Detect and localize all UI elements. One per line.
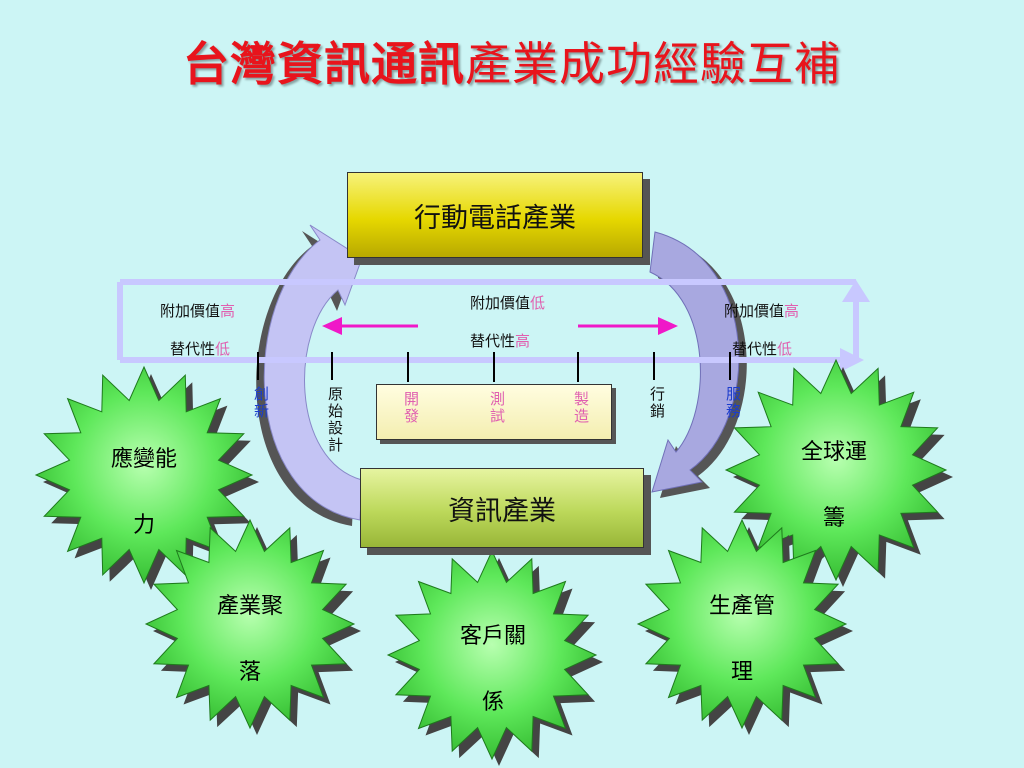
magenta-arrow-right xyxy=(578,317,678,335)
process-box: 開發 測試 製造 xyxy=(376,384,612,440)
stage-ticks xyxy=(257,352,731,382)
star-industry-cluster xyxy=(144,518,356,730)
star-adaptability-text: 應變能力 xyxy=(110,447,177,538)
process-develop: 開發 xyxy=(402,391,420,425)
star-global-logistics xyxy=(724,358,948,582)
mobile-phone-industry-box: 行動電話產業 xyxy=(347,172,643,258)
stage-service: 服務 xyxy=(724,386,742,420)
star-customer-relations xyxy=(386,549,598,761)
star-production-management xyxy=(636,518,848,730)
cycle-arrow-left xyxy=(256,224,363,526)
left-substitutability-label: 替代性低 xyxy=(170,340,231,358)
right-substitutability-label: 替代性低 xyxy=(732,340,793,358)
star-industry-cluster-text: 產業聚落 xyxy=(216,594,283,685)
magenta-arrow-left xyxy=(322,317,418,335)
information-industry-box: 資訊產業 xyxy=(360,468,644,548)
center-value-added-label: 附加價值低 xyxy=(470,294,546,312)
page-title: 台灣資訊通訊產業成功經驗互補 xyxy=(183,37,841,91)
stage-marketing: 行銷 xyxy=(648,386,666,420)
frame-arrow-head-up xyxy=(842,280,870,302)
stage-innovate: 創新 xyxy=(252,386,270,420)
frame-arrow-head-right xyxy=(840,348,864,372)
left-value-added-label: 附加價值高 xyxy=(160,302,236,320)
star-production-management-text: 生產管理 xyxy=(708,594,775,685)
process-manufacture: 製造 xyxy=(572,391,590,425)
frame-arrow xyxy=(117,279,859,363)
process-test: 測試 xyxy=(488,391,506,425)
star-global-logistics-text: 全球運籌 xyxy=(800,440,867,531)
star-customer-relations-text: 客戶關係 xyxy=(459,624,526,715)
star-adaptability xyxy=(34,365,254,585)
stage-original-design: 原始設計 xyxy=(326,386,344,454)
right-value-added-label: 附加價值高 xyxy=(724,302,800,320)
center-substitutability-label: 替代性高 xyxy=(470,332,531,350)
cycle-arrow-right xyxy=(649,231,747,498)
